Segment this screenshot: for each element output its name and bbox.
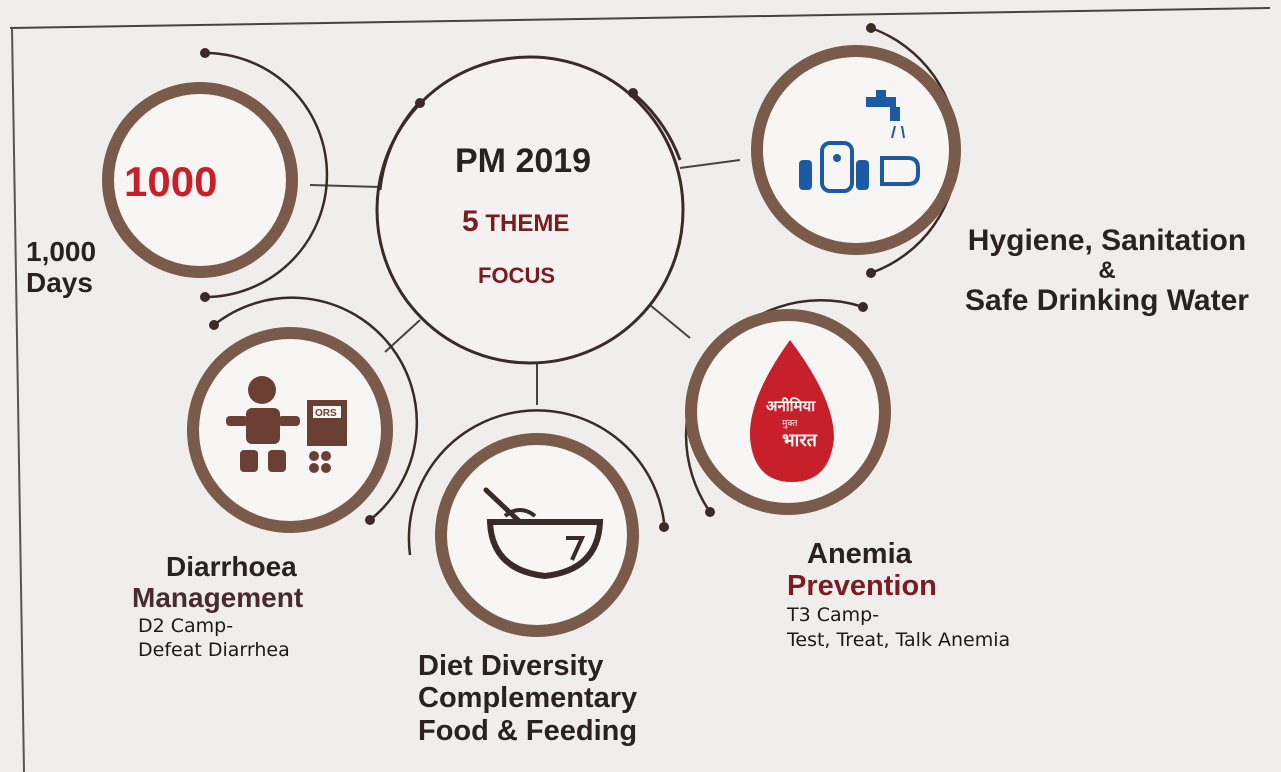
days-label-line1: 1,000: [26, 236, 97, 267]
center-theme-line: 5 THEME: [462, 205, 569, 239]
hygiene-label-line2: &: [1098, 256, 1116, 284]
center-theme-number: 5: [462, 205, 479, 238]
anemia-label-line2: Prevention: [787, 570, 937, 603]
diarrhoea-label-line2: Management: [132, 582, 304, 614]
toilet-icon: [820, 141, 854, 193]
hygiene-label-line3: Safe Drinking Water: [965, 284, 1249, 318]
page-border: [9, 7, 1271, 29]
thousand-days-logo: 1000: [124, 158, 217, 205]
center-arc-dot: [415, 98, 425, 108]
center-title: PM 2019: [455, 142, 592, 180]
svg-text:मुक्त: मुक्त: [782, 419, 798, 429]
diet-label-line3: Food & Feeding: [418, 714, 638, 747]
days-circle: 1000: [102, 48, 329, 302]
svg-text:अनीमिया: अनीमिया: [766, 397, 816, 415]
diet-arc: [407, 409, 666, 556]
center-focus: FOCUS: [478, 263, 555, 288]
svg-text:भारत: भारत: [782, 430, 818, 451]
diarrhoea-circle: ORS: [187, 296, 419, 533]
svg-text:1000: 1000: [124, 158, 217, 205]
diarrhoea-label-line1: Diarrhoea: [166, 551, 297, 582]
diarrhoea-sub1: D2 Camp-: [138, 614, 234, 637]
days-label-line2: Days: [26, 267, 93, 299]
hygiene-circle: [751, 23, 961, 278]
anemia-circle: अनीमिया मुक्त भारत: [684, 299, 891, 517]
anemia-label: Anemia Prevention T3 Camp- Test, Treat, …: [787, 538, 1010, 652]
anemia-label-line1: Anemia: [807, 538, 912, 570]
hygiene-label-line1: Hygiene, Sanitation: [967, 224, 1247, 257]
center-circle: [375, 55, 685, 365]
days-label: 1,000 Days: [26, 236, 96, 299]
anemia-sub2: Test, Treat, Talk Anemia: [787, 628, 1011, 651]
handwash-icon: [880, 156, 920, 186]
anemia-drop-logo: अनीमिया मुक्त भारत: [749, 340, 834, 482]
soap-bottle-icon: [799, 160, 869, 190]
ors-packet-icon: ORS: [307, 400, 347, 473]
anemia-sub1: T3 Camp-: [787, 603, 880, 626]
diarrhoea-label: Diarrhoea Management D2 Camp- Defeat Dia…: [132, 551, 303, 663]
hygiene-label: Hygiene, Sanitation & Safe Drinking Wate…: [941, 224, 1273, 318]
svg-text:ORS: ORS: [315, 408, 337, 419]
bowl-icon: [483, 487, 604, 580]
baby-icon: [226, 376, 300, 472]
diarrhoea-sub2: Defeat Diarrhea: [138, 639, 290, 662]
center-arc: [378, 103, 420, 191]
page-border-left: [11, 27, 25, 772]
diet-label: Diet Diversity Complementary Food & Feed…: [418, 650, 637, 747]
tap-icon: [866, 90, 905, 139]
diet-circle: [407, 409, 669, 637]
diarrhoea-arc: [213, 296, 419, 521]
days-arc: [204, 51, 329, 299]
center-theme-word: THEME: [485, 210, 570, 237]
diet-label-line1: Diet Diversity: [418, 650, 604, 682]
diet-label-line2: Complementary: [418, 682, 638, 715]
